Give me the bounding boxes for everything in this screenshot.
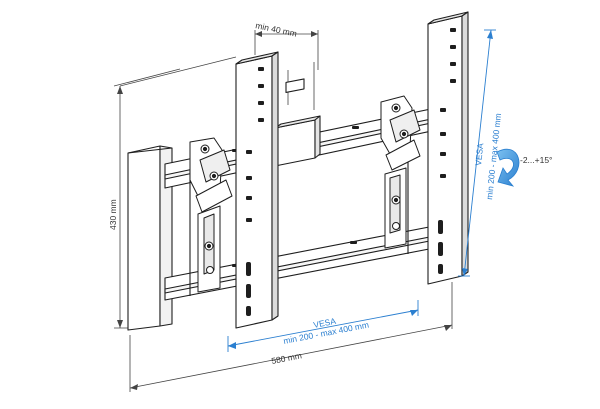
vesa-arrowheads <box>228 30 493 349</box>
vesa-vertical-title: VESA <box>473 142 485 166</box>
right-tilt-mechanism <box>380 95 421 249</box>
left-vertical-strap <box>235 51 279 329</box>
left-strap-holes <box>246 67 264 316</box>
vesa-horizontal-title: VESA <box>312 316 336 330</box>
dimension-lines <box>113 30 453 392</box>
tilt-arrow-icon <box>496 149 520 187</box>
right-vertical-strap <box>427 11 469 285</box>
vesa-dimension-lines <box>227 29 496 352</box>
tilt-range-label: -2...+15° <box>520 155 552 165</box>
left-tilt-mechanism <box>189 137 233 293</box>
width-label: 580 mm <box>270 350 302 366</box>
right-strap-holes <box>438 28 456 274</box>
height-label: 430 mm <box>108 199 118 230</box>
dimension-arrowheads <box>117 31 452 390</box>
